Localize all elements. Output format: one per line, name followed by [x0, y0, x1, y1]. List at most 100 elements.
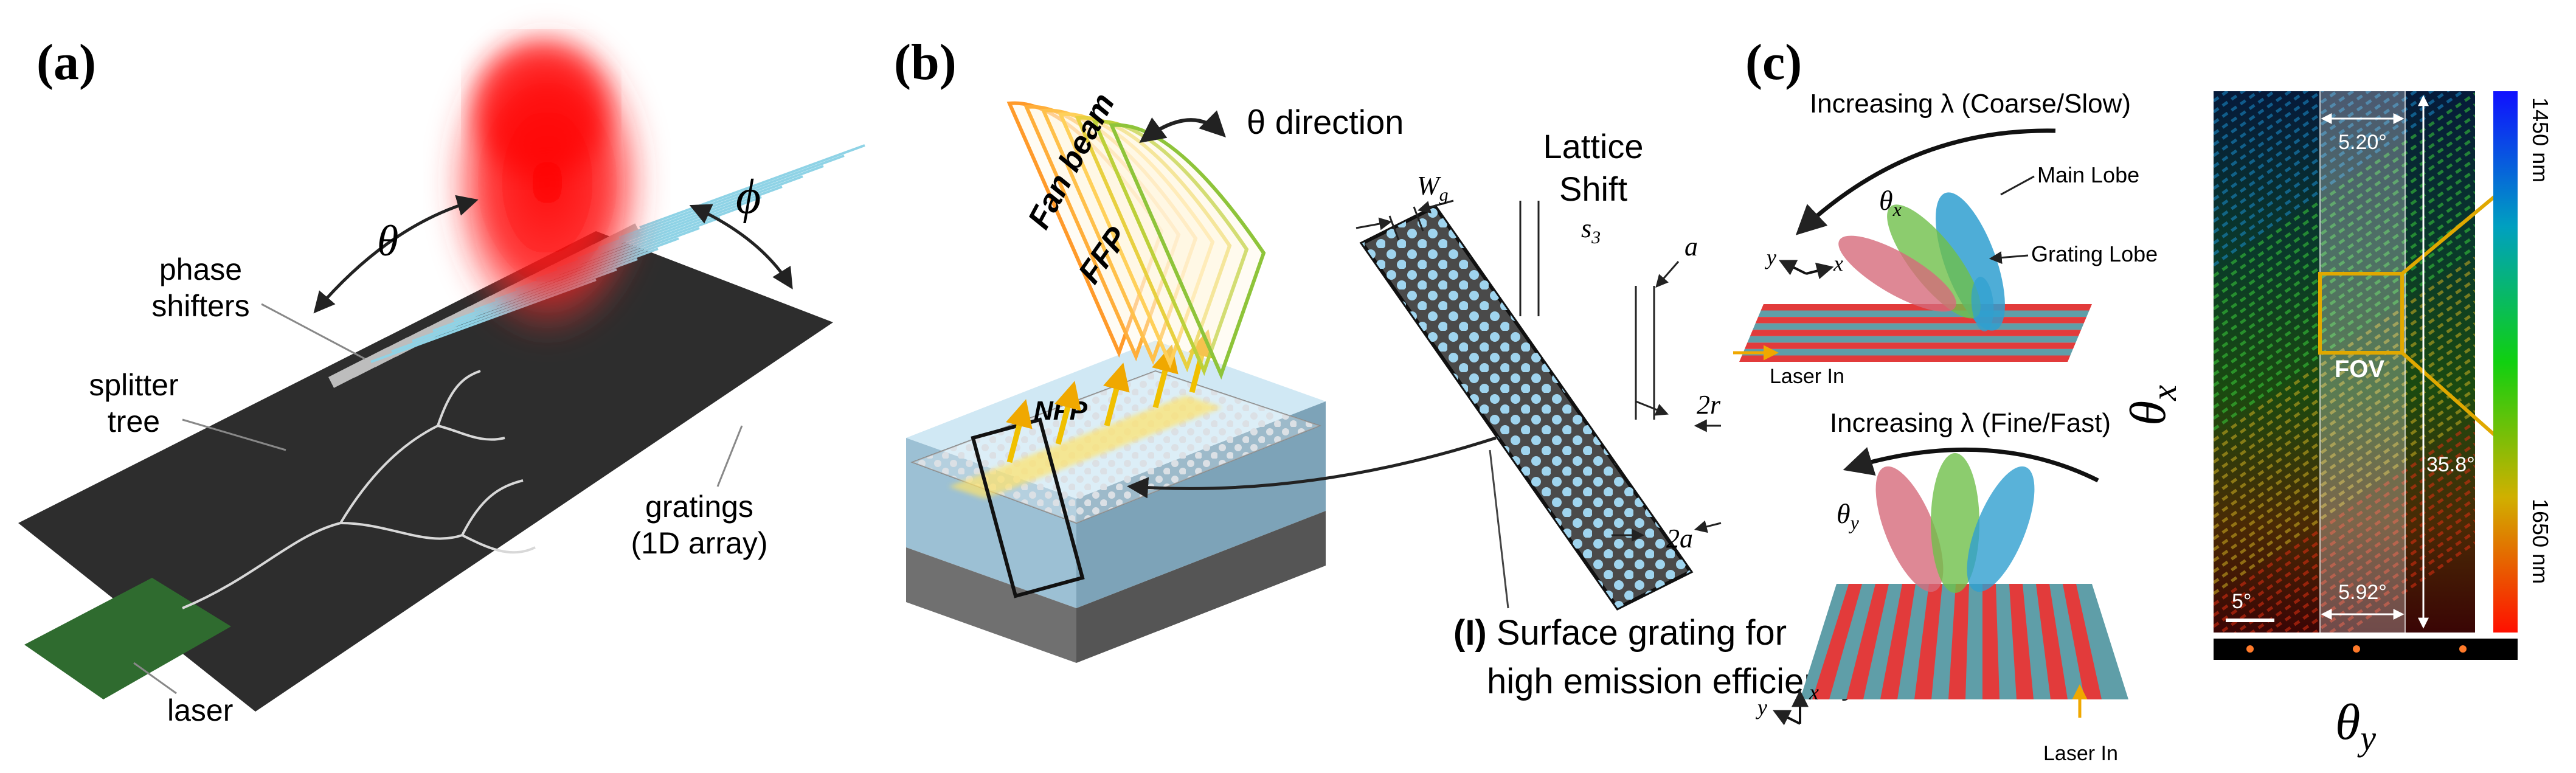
grating-zoom-holes: [1362, 207, 1691, 608]
waveguide-stripe: [1753, 323, 2084, 330]
gratings-leader: [716, 425, 743, 487]
theta-x-label-top: θx: [1879, 185, 1902, 220]
splitter-tree-leader: [182, 418, 286, 451]
axis-x-top: x: [1833, 251, 1843, 276]
two-r-label: 2r: [1697, 390, 1721, 420]
fringe-line: [2214, 442, 2475, 628]
fringe-line: [2214, 223, 2475, 409]
fringe-line: [2214, 92, 2475, 278]
fringe-line: [2280, 497, 2475, 633]
fringe-line: [2214, 387, 2475, 574]
emission-arrow: [1054, 381, 1081, 445]
fringe-line: [2214, 179, 2475, 366]
fan-beam-stack: [1006, 101, 1266, 380]
roi-box: [2318, 272, 2404, 355]
fringe-line: [2265, 486, 2475, 633]
waveguide-stripe: [1812, 584, 1862, 699]
fringe-line: [2214, 136, 2475, 322]
fringe-line: [2214, 300, 2475, 486]
nfp-label: NFP: [1034, 396, 1088, 426]
waveguide-stripe: [1742, 348, 2073, 356]
fringe-line: [2296, 508, 2475, 633]
waveguide-stripe: [1846, 584, 1889, 699]
waveguide-stripe: [1948, 584, 1969, 699]
a-label: a: [1684, 232, 1698, 262]
fan-beam-leaf: [1092, 119, 1249, 376]
waveguide-stripe: [1880, 584, 1916, 699]
waveguide-stripe: [1747, 336, 2079, 343]
panel-a: (a) θ ϕ phase shifters splitter: [18, 24, 865, 727]
phi-arrow: [689, 204, 793, 289]
fringe-line: [2214, 91, 2231, 103]
fov-label: FOV: [2335, 356, 2385, 383]
bottom-title: Increasing λ (Fine/Fast): [1830, 408, 2111, 438]
substrate-front: [906, 547, 1076, 663]
fringe-line: [2214, 103, 2475, 289]
grating-lobe-label: Grating Lobe: [2031, 241, 2158, 266]
scale-label: 5°: [2232, 590, 2252, 613]
fringe-line: [2214, 278, 2475, 464]
fov-band: [2320, 91, 2405, 633]
substrate-side: [1076, 511, 1326, 663]
emission-arrow: [1006, 399, 1033, 463]
cladding-side: [1076, 401, 1326, 608]
phase-shifters-label-2: shifters: [151, 289, 249, 323]
lattice-shift-label-1: Lattice: [1543, 127, 1644, 165]
angle-mid-label: 35.8°: [2426, 453, 2475, 476]
waveguide-stripe: [2063, 584, 2102, 699]
top-sweep-arrow: [1795, 128, 2056, 235]
caption-leader: [1489, 449, 1509, 609]
waveguide-stripe: [1755, 317, 2087, 324]
fringe-line: [2214, 114, 2475, 300]
fringe-line: [2214, 245, 2475, 431]
angle-top-label: 5.20°: [2338, 131, 2387, 154]
waveguide-stripe: [1914, 584, 1942, 699]
emission-arrow: [1103, 362, 1130, 427]
axis-theta-x: θx: [2120, 385, 2184, 426]
fringe-line: [2214, 398, 2475, 584]
spot-strip: [2214, 639, 2518, 660]
panel-c: (c) Increasing λ (Coarse/Slow) θx Main L…: [1733, 0, 2553, 765]
waveguide-stripe: [2036, 584, 2068, 699]
fan-beam-leaf: [1109, 123, 1266, 380]
fringe-line: [2214, 168, 2475, 355]
fringe-line: [2214, 333, 2475, 519]
fringe-line: [2214, 267, 2475, 453]
splitter-tree-label-2: tree: [108, 404, 160, 438]
laser-label: laser: [167, 693, 233, 727]
waveguide-stripe: [1739, 355, 2071, 362]
fringe-line: [2214, 0, 2475, 79]
axis-y-bottom: y: [1756, 695, 1767, 719]
theta-label: θ: [377, 217, 398, 265]
grating-line: [639, 144, 865, 229]
chip-substrate: [18, 231, 833, 712]
fringe-line: [2233, 464, 2475, 633]
gratings-label-1: gratings: [645, 490, 753, 524]
fringe-line: [2218, 453, 2475, 633]
waveguide-stripe: [1982, 584, 2000, 699]
fringe-line: [2214, 158, 2475, 344]
phase-shifters-leader: [261, 303, 365, 360]
caption-line-1: (I) Surface grating for: [1453, 613, 1787, 653]
laser-in-top-label: Laser In: [1770, 365, 1844, 388]
fringe-line: [2343, 541, 2475, 633]
panel-b: (b) NFP Fan beam FFP θ direction: [894, 34, 1858, 701]
panel-a-tag: (a): [36, 34, 96, 91]
fringe-line: [2214, 91, 2466, 267]
laser-block: [24, 578, 231, 699]
top-waveguide-array: [1739, 304, 2092, 362]
fringe-line: [2214, 125, 2475, 311]
grating-lobe: [1971, 277, 1994, 331]
angle-bottom-label: 5.92°: [2338, 581, 2387, 604]
fringe-line: [2214, 355, 2475, 541]
waveguide-glow: [949, 395, 1222, 499]
top-title: Increasing λ (Coarse/Slow): [1810, 89, 2131, 119]
theta-y-label-bottom: θy: [1837, 498, 1860, 533]
fringe-line: [2214, 322, 2475, 508]
fringe-line: [2214, 376, 2475, 563]
lobe-green-bottom: [1931, 453, 1979, 593]
waveguide-stripe: [1750, 330, 2082, 336]
lobe-green: [1887, 204, 1981, 319]
fringe-line: [2214, 344, 2475, 530]
fringe-line: [2214, 420, 2475, 606]
